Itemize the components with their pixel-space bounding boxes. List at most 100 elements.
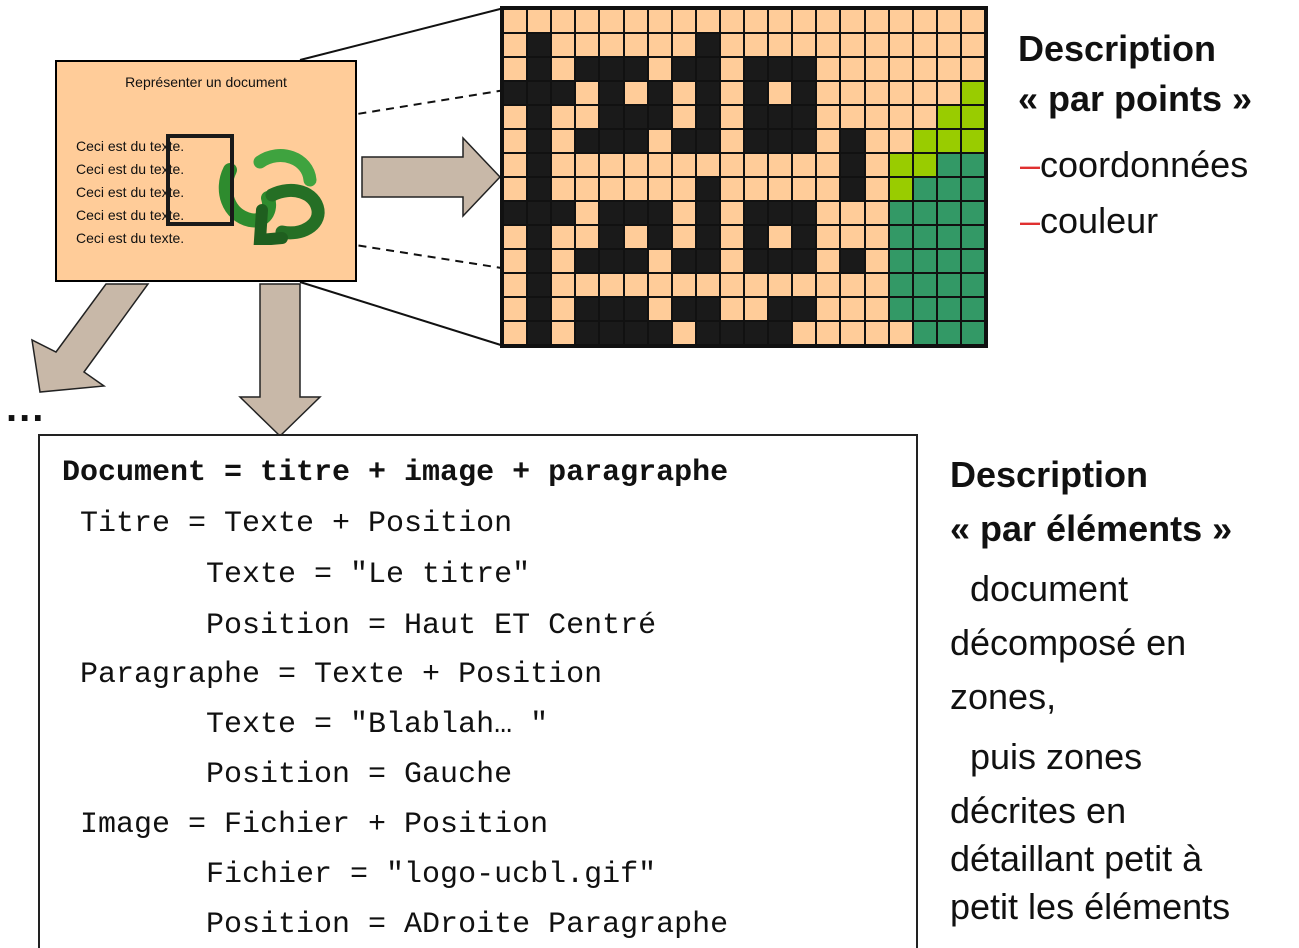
pixel-cell	[576, 58, 599, 80]
pixel-cell	[696, 226, 719, 248]
pixel-cell	[528, 250, 551, 272]
pixel-cell	[552, 154, 575, 176]
pixel-cell	[745, 274, 768, 296]
pixel-cell	[576, 250, 599, 272]
pixel-cell	[552, 58, 575, 80]
arrow-right	[361, 136, 502, 218]
elements-text-line: petit les éléments	[950, 886, 1231, 927]
zoom-line-bottom	[299, 281, 505, 347]
pixel-cell	[913, 82, 936, 104]
pixel-cell	[889, 154, 912, 176]
pixel-cell	[528, 82, 551, 104]
pixel-cell	[672, 298, 695, 320]
code-line: Position = Haut ET Centré	[62, 609, 657, 643]
pixel-cell	[913, 226, 936, 248]
points-heading-sub: « par points »	[1018, 78, 1253, 119]
pixel-cell	[696, 250, 719, 272]
pixel-cell	[889, 178, 912, 200]
code-line: Position = ADroite Paragraphe	[62, 908, 729, 942]
pixel-cell	[552, 178, 575, 200]
pixel-cell	[841, 154, 864, 176]
pixel-cell	[817, 130, 840, 152]
pixel-cell	[745, 202, 768, 224]
pixel-cell	[961, 298, 984, 320]
pixel-cell	[552, 34, 575, 56]
pixel-cell	[624, 274, 647, 296]
pixel-cell	[889, 274, 912, 296]
pixel-cell	[600, 34, 623, 56]
pixel-cell	[600, 226, 623, 248]
pixel-cell	[913, 154, 936, 176]
pixel-cell	[672, 202, 695, 224]
pixel-cell	[865, 106, 888, 128]
pixel-cell	[504, 58, 527, 80]
pixel-cell	[913, 250, 936, 272]
pixel-cell	[913, 178, 936, 200]
pixel-cell	[937, 298, 960, 320]
pixel-cell	[648, 226, 671, 248]
pixel-cell	[769, 106, 792, 128]
pixel-cell	[769, 10, 792, 32]
pixel-cell	[624, 34, 647, 56]
pixel-cell	[528, 130, 551, 152]
pixel-cell	[720, 250, 743, 272]
pixel-cell	[961, 34, 984, 56]
pixel-cell	[793, 10, 816, 32]
pixel-cell	[648, 178, 671, 200]
pixel-cell	[576, 130, 599, 152]
pixel-cell	[600, 202, 623, 224]
pixel-cell	[937, 82, 960, 104]
pixel-cell	[504, 202, 527, 224]
pixel-cell	[672, 58, 695, 80]
pixel-cell	[841, 202, 864, 224]
pixel-cell	[720, 58, 743, 80]
pixel-cell	[576, 322, 599, 344]
pixel-cell	[913, 34, 936, 56]
pixel-cell	[817, 322, 840, 344]
pixel-cell	[937, 34, 960, 56]
pixel-cell	[961, 82, 984, 104]
pixel-cell	[528, 226, 551, 248]
pixel-cell	[769, 226, 792, 248]
pixel-cell	[841, 274, 864, 296]
pixel-cell	[624, 130, 647, 152]
pixel-cell	[624, 58, 647, 80]
pixel-cell	[865, 10, 888, 32]
pixel-cell	[817, 250, 840, 272]
pixel-cell	[769, 82, 792, 104]
pixel-cell	[720, 10, 743, 32]
pixel-cell	[961, 154, 984, 176]
pixel-cell	[745, 130, 768, 152]
pixel-cell	[528, 202, 551, 224]
pixel-cell	[552, 322, 575, 344]
elements-text-line: puis zones	[950, 736, 1143, 777]
pixel-cell	[672, 130, 695, 152]
pixel-cell	[600, 10, 623, 32]
pixel-cell	[913, 274, 936, 296]
pixel-cell	[841, 58, 864, 80]
pixel-cell	[841, 298, 864, 320]
pixel-cell	[889, 322, 912, 344]
bullet-marker: –	[1020, 200, 1041, 241]
pixel-cell	[937, 250, 960, 272]
pixel-cell	[528, 274, 551, 296]
pixel-cell	[696, 10, 719, 32]
pixel-cell	[624, 202, 647, 224]
pixel-cell	[841, 250, 864, 272]
pixel-cell	[769, 298, 792, 320]
pixel-cell	[937, 130, 960, 152]
arrow-down	[238, 283, 322, 438]
pixel-cell	[817, 178, 840, 200]
pixel-cell	[576, 178, 599, 200]
code-line: Position = Gauche	[62, 758, 513, 792]
pixel-cell	[841, 106, 864, 128]
pixel-cell	[504, 154, 527, 176]
pixel-cell	[937, 58, 960, 80]
pixel-cell	[793, 34, 816, 56]
points-bullet-text: couleur	[1040, 200, 1159, 241]
points-heading: Description	[1018, 28, 1217, 69]
pixel-cell	[769, 154, 792, 176]
pixel-cell	[552, 274, 575, 296]
pixel-cell	[793, 322, 816, 344]
